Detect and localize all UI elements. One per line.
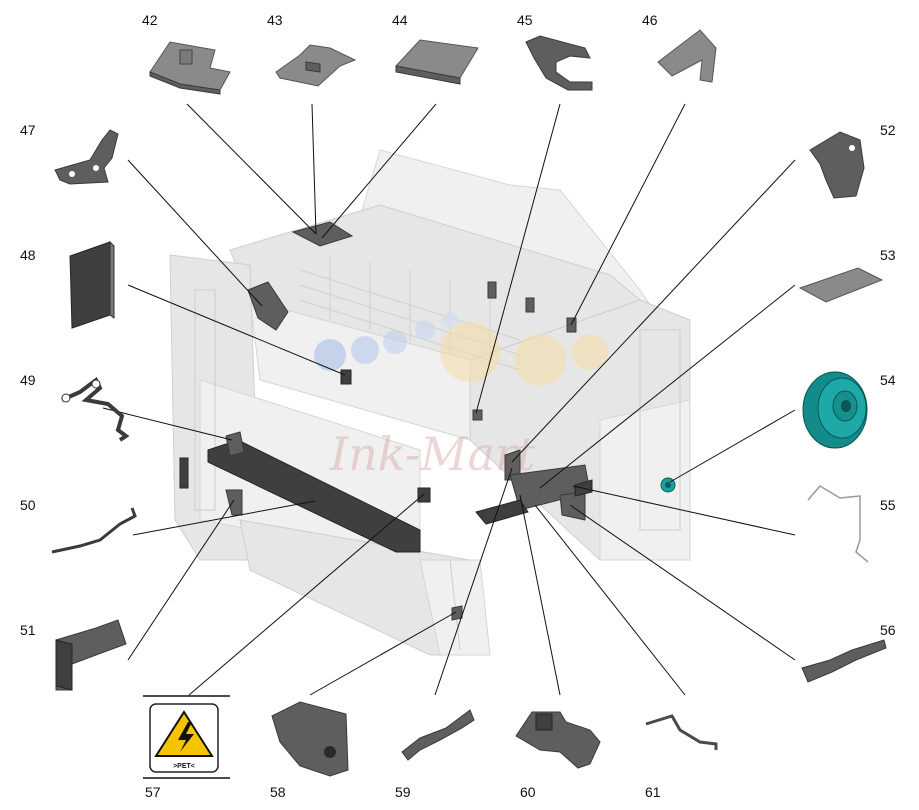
part-58-icon bbox=[271, 701, 349, 777]
part-57-warning-label: >PET< bbox=[143, 695, 230, 779]
part-53-icon bbox=[798, 267, 884, 303]
part-61-icon bbox=[645, 714, 718, 750]
part-50-icon bbox=[51, 507, 137, 554]
label-57-text: >PET< bbox=[173, 763, 195, 770]
callout-52: 52 bbox=[880, 122, 896, 138]
callout-53: 53 bbox=[880, 247, 896, 263]
callout-46: 46 bbox=[642, 12, 658, 28]
callout-44: 44 bbox=[392, 12, 408, 28]
part-47-icon bbox=[54, 129, 119, 185]
part-48-icon bbox=[69, 240, 115, 329]
callout-49: 49 bbox=[20, 372, 36, 388]
callout-61: 61 bbox=[645, 784, 661, 800]
callout-60: 60 bbox=[520, 784, 536, 800]
callout-47: 47 bbox=[20, 122, 36, 138]
callout-59: 59 bbox=[395, 784, 411, 800]
watermark-bubbles bbox=[314, 312, 608, 386]
part-60-icon bbox=[515, 711, 601, 769]
part-43-icon bbox=[275, 44, 357, 87]
callout-labels: 42 43 44 45 46 47 48 49 50 51 52 53 54 5… bbox=[20, 12, 896, 800]
part-45-icon bbox=[525, 35, 593, 91]
part-52-icon bbox=[809, 131, 865, 199]
part-49-icon bbox=[61, 376, 130, 442]
part-55-icon bbox=[807, 485, 869, 563]
callout-54: 54 bbox=[880, 372, 896, 388]
part-56-icon bbox=[801, 639, 887, 683]
callout-58: 58 bbox=[270, 784, 286, 800]
callout-48: 48 bbox=[20, 247, 36, 263]
callout-56: 56 bbox=[880, 622, 896, 638]
part-46-icon bbox=[657, 29, 717, 83]
callout-55: 55 bbox=[880, 497, 896, 513]
watermark-text: Ink-Mart bbox=[329, 427, 536, 481]
callout-45: 45 bbox=[517, 12, 533, 28]
installed-parts bbox=[179, 221, 676, 621]
callout-50: 50 bbox=[20, 497, 36, 513]
part-59-icon bbox=[401, 709, 475, 761]
part-51-icon bbox=[55, 619, 127, 691]
callout-51: 51 bbox=[20, 622, 36, 638]
part-54-gear-icon bbox=[802, 371, 868, 449]
callout-43: 43 bbox=[267, 12, 283, 28]
callout-42: 42 bbox=[142, 12, 158, 28]
part-42-icon bbox=[149, 41, 231, 95]
printer-chassis-ghost bbox=[169, 149, 691, 656]
part-44-icon bbox=[395, 39, 479, 85]
callout-57: 57 bbox=[145, 784, 161, 800]
leader-lines bbox=[102, 103, 796, 696]
